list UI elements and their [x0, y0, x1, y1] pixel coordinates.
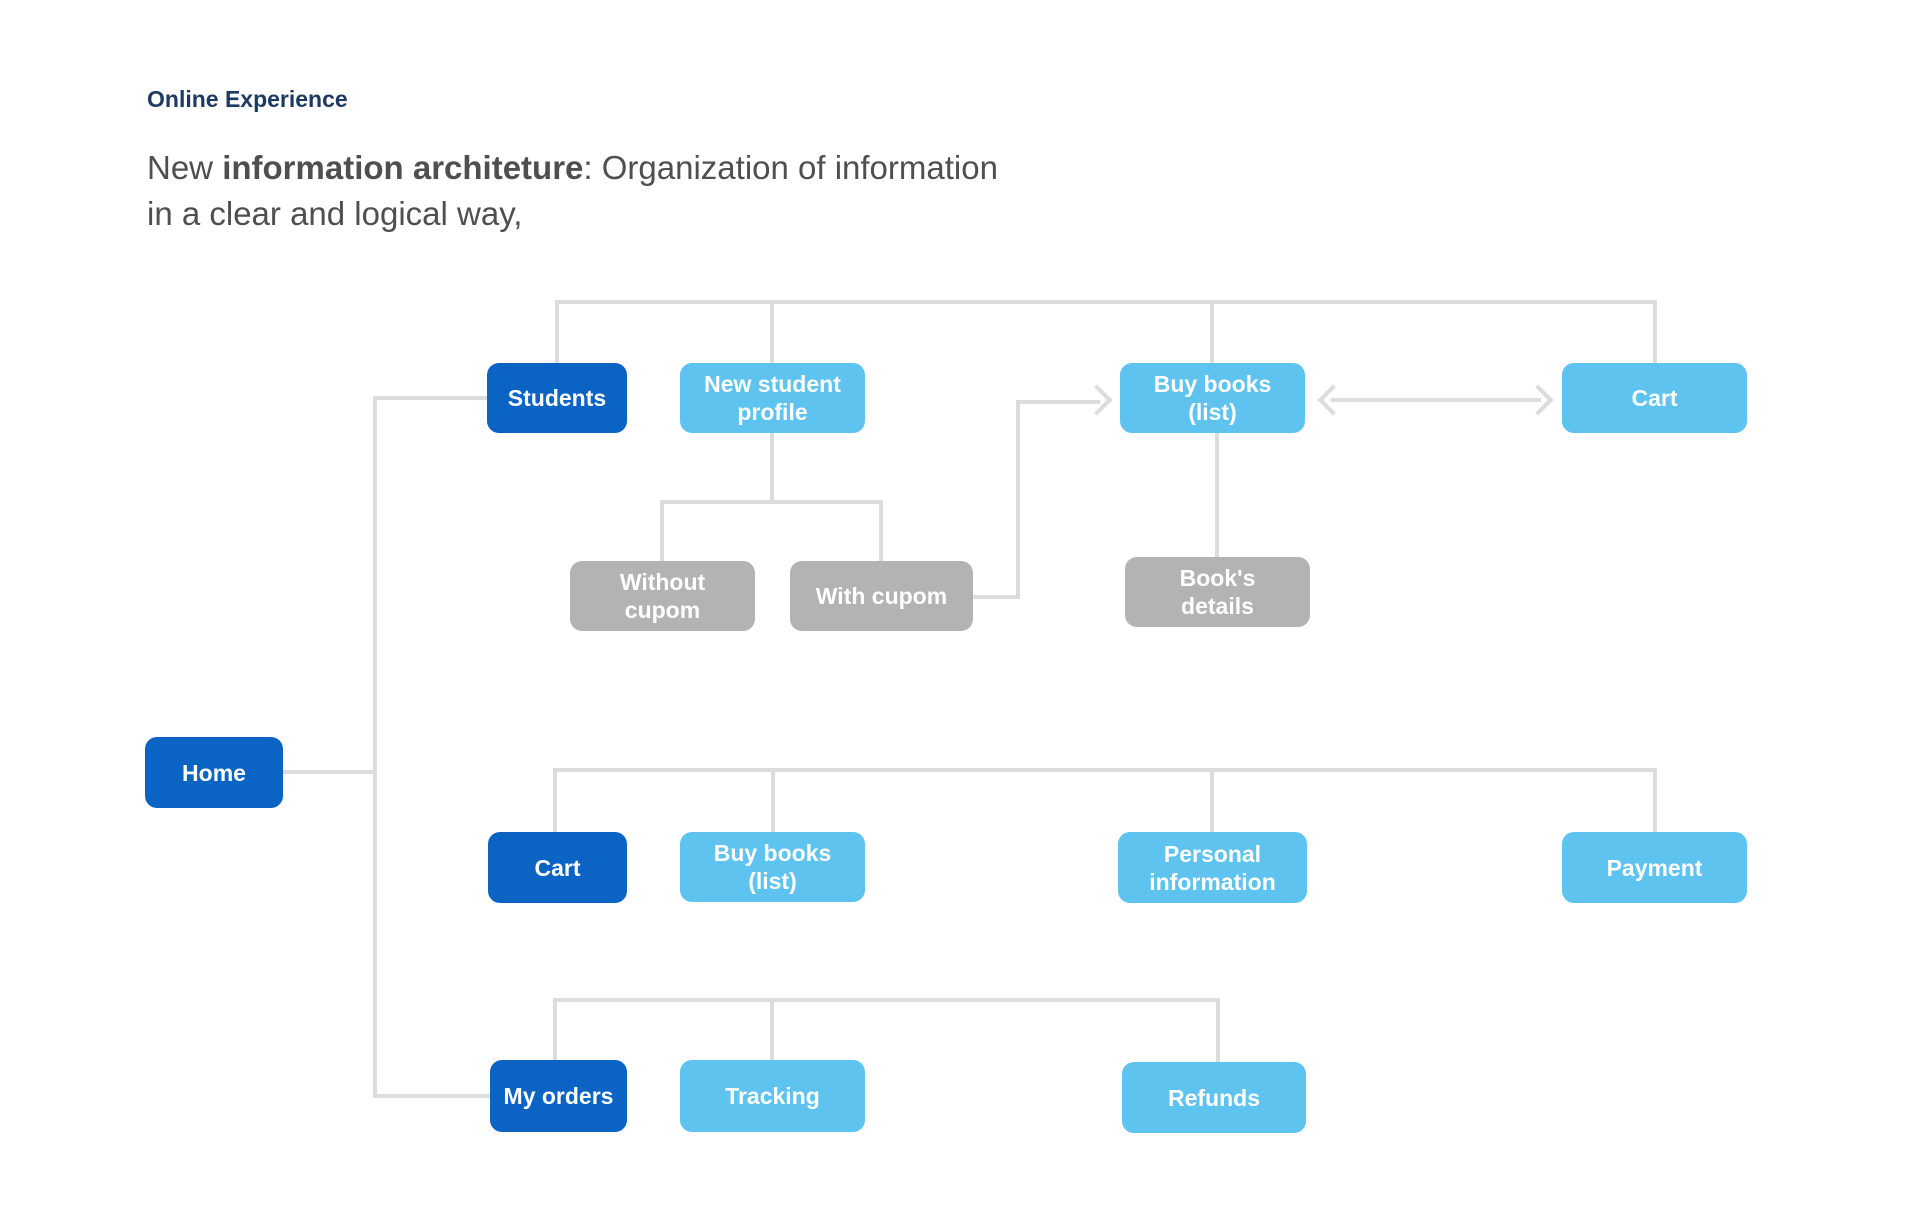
connector-buybooks-cart-line: [1331, 398, 1541, 402]
connector-row4-drop-myorders: [553, 998, 557, 1060]
connector-row4-bus: [553, 998, 1220, 1002]
connector-trunk-students: [373, 396, 487, 400]
node-buy-books-list: Buy books (list): [680, 832, 865, 902]
eyebrow-label: Online Experience: [147, 86, 348, 112]
connector-home-trunk: [373, 396, 377, 1098]
node-payment: Payment: [1562, 832, 1747, 903]
connector-home-out: [283, 770, 373, 774]
node-home: Home: [145, 737, 283, 808]
connector-row1-drop-new-student-profile: [770, 300, 774, 363]
node-my-orders: My orders: [490, 1060, 627, 1132]
connector-row3-drop-buybooks: [771, 768, 775, 832]
title-prefix: New: [147, 149, 223, 186]
node-personal-information: Personal information: [1118, 832, 1307, 903]
connector-nsp-down: [770, 433, 774, 504]
connector-drop-without-cupom: [660, 500, 664, 561]
connector-row1-drop-cart: [1653, 300, 1657, 363]
node-cart-top: Cart: [1562, 363, 1747, 433]
connector-buybooks-bookdetails: [1215, 433, 1219, 557]
node-students: Students: [487, 363, 627, 433]
connector-row3-bus: [553, 768, 1657, 772]
connector-row3-drop-personal: [1210, 768, 1214, 832]
arrowhead-right-icon: [1522, 384, 1554, 416]
connector-drop-with-cupom: [879, 500, 883, 561]
node-cart: Cart: [488, 832, 627, 903]
connector-withcupom-up: [1016, 400, 1020, 599]
title-line2: in a clear and logical way,: [147, 195, 523, 232]
connector-withcupom-out: [973, 595, 1020, 599]
node-without-cupom: Without cupom: [570, 561, 755, 631]
connector-coupon-bar: [660, 500, 883, 504]
connector-row3-drop-payment: [1653, 768, 1657, 832]
connector-row4-drop-tracking: [770, 998, 774, 1060]
node-new-student-profile: New student profile: [680, 363, 865, 433]
connector-row1-drop-students: [555, 300, 559, 363]
title-suffix: : Organization of information: [583, 149, 998, 186]
node-buy-books-list-top: Buy books (list): [1120, 363, 1305, 433]
arrowhead-right-icon: [1081, 384, 1113, 416]
connector-withcupom-in: [1016, 400, 1100, 404]
title-bold: information architeture: [222, 149, 584, 186]
connector-row1-drop-buy-books: [1210, 300, 1214, 363]
node-refunds: Refunds: [1122, 1062, 1306, 1133]
node-with-cupom: With cupom: [790, 561, 973, 631]
arrowhead-left-icon: [1317, 384, 1349, 416]
connector-trunk-myorders: [373, 1094, 490, 1098]
node-books-details: Book's details: [1125, 557, 1310, 627]
connector-row4-drop-refunds: [1216, 998, 1220, 1062]
page-title: New information architeture: Organizatio…: [147, 145, 998, 237]
connector-row1-bus: [555, 300, 1657, 304]
node-tracking: Tracking: [680, 1060, 865, 1132]
connector-row3-drop-cart: [553, 768, 557, 832]
